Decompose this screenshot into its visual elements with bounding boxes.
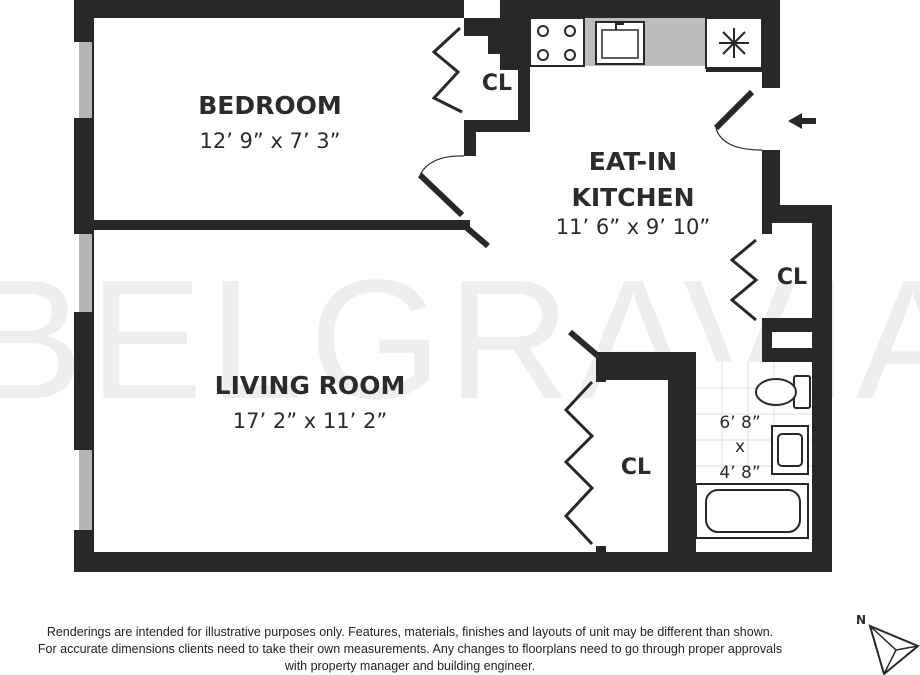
disclaimer-line-2: For accurate dimensions clients need to … — [37, 642, 783, 656]
toilet-icon — [755, 375, 811, 409]
doors — [417, 26, 763, 546]
kitchen-dims: 11’ 6” x 9’ 10” — [556, 215, 710, 239]
windows — [78, 42, 92, 530]
kitchen-closet-label: CL — [777, 265, 807, 290]
kitchen-label-line2: KITCHEN — [572, 183, 695, 212]
bathroom-sink-icon — [771, 425, 809, 475]
entry-arrow-icon — [788, 113, 816, 129]
disclaimer: Renderings are intended for illustrative… — [0, 624, 820, 675]
bedroom-label: BEDROOM — [198, 91, 342, 120]
stove-icon — [537, 25, 576, 61]
bath-dim-x: x — [735, 437, 745, 457]
sink-icon — [595, 21, 645, 65]
walls — [74, 0, 832, 572]
living-closet-label: CL — [621, 455, 651, 480]
bath-dim-2: 4’ 8” — [719, 463, 760, 483]
compass-north-label: N — [856, 613, 866, 627]
bath-fixtures — [695, 362, 812, 552]
disclaimer-line-1: Renderings are intended for illustrative… — [46, 625, 774, 639]
compass-icon — [868, 624, 920, 675]
disclaimer-line-3: with property manager and building engin… — [284, 659, 536, 673]
bedroom-dims: 12’ 9” x 7’ 3” — [199, 129, 340, 153]
kitchen-label-line1: EAT-IN — [589, 147, 677, 176]
bathtub-icon — [695, 483, 809, 539]
living-room-label: LIVING ROOM — [215, 371, 406, 400]
bedroom-closet-label: CL — [482, 71, 512, 96]
living-room-dims: 17’ 2” x 11’ 2” — [233, 409, 387, 433]
refrigerator-icon — [705, 17, 763, 72]
bath-dim-1: 6’ 8” — [719, 413, 760, 433]
kitchen-fixtures — [529, 17, 763, 72]
